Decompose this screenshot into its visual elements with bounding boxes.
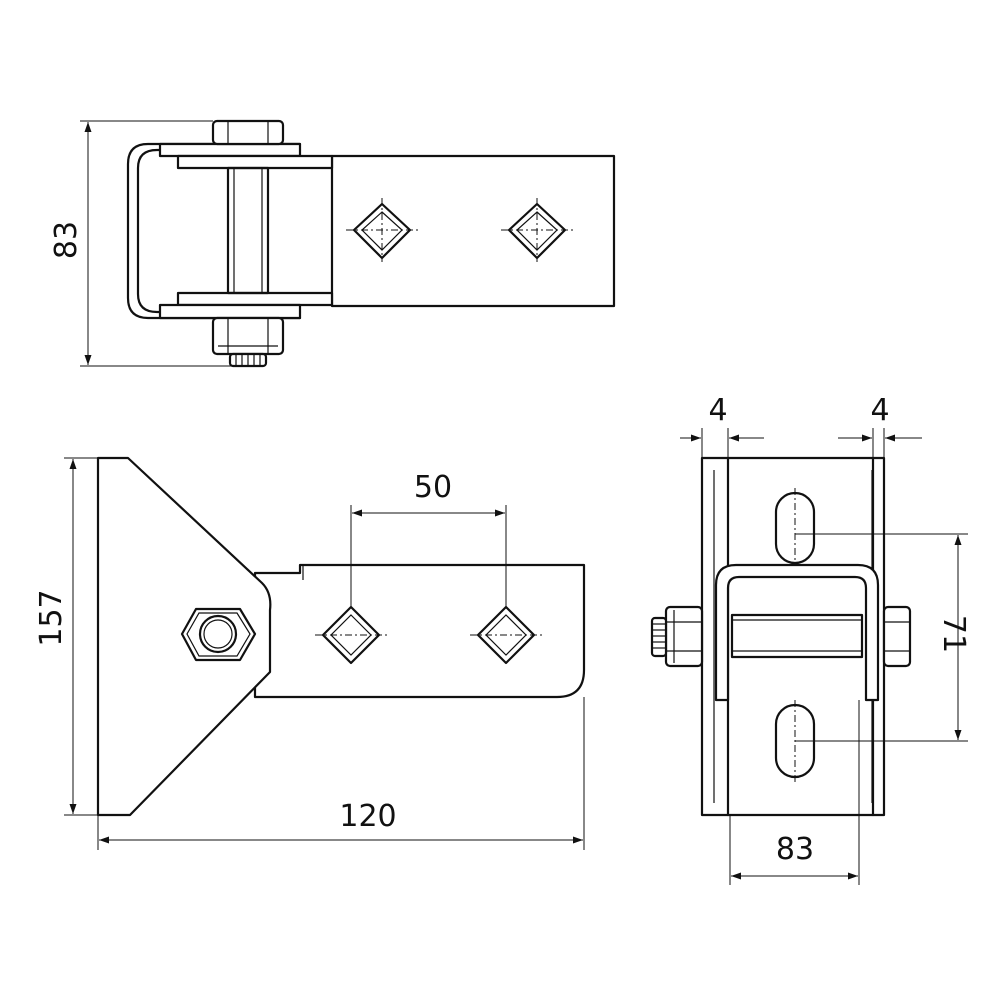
top-bolt-head xyxy=(211,119,285,146)
dim-front-height: 157 xyxy=(34,589,69,646)
side-nut xyxy=(664,605,704,668)
top-pin xyxy=(226,166,270,295)
dim-hole-spacing: 50 xyxy=(414,470,452,505)
front-hex-nut xyxy=(180,607,257,662)
top-hole-right xyxy=(501,198,573,262)
dim-wall-right: 4 xyxy=(870,393,889,428)
side-u-bracket xyxy=(714,563,880,702)
dim-top-height: 83 xyxy=(49,221,84,259)
dim-slot-spacing: 71 xyxy=(936,615,971,653)
top-u-bracket xyxy=(126,142,302,320)
dim-side-width: 83 xyxy=(776,832,814,867)
front-view: 157 50 120 xyxy=(34,456,586,850)
front-arm xyxy=(253,563,586,699)
side-bolt-head xyxy=(882,605,912,668)
dim-wall-left: 4 xyxy=(708,393,727,428)
top-nut xyxy=(211,316,285,356)
side-view: 4 4 71 83 xyxy=(650,393,971,885)
side-pin xyxy=(730,613,864,659)
top-hole-left xyxy=(346,198,418,262)
dim-front-length: 120 xyxy=(339,799,396,834)
top-view: 83 xyxy=(49,119,616,368)
